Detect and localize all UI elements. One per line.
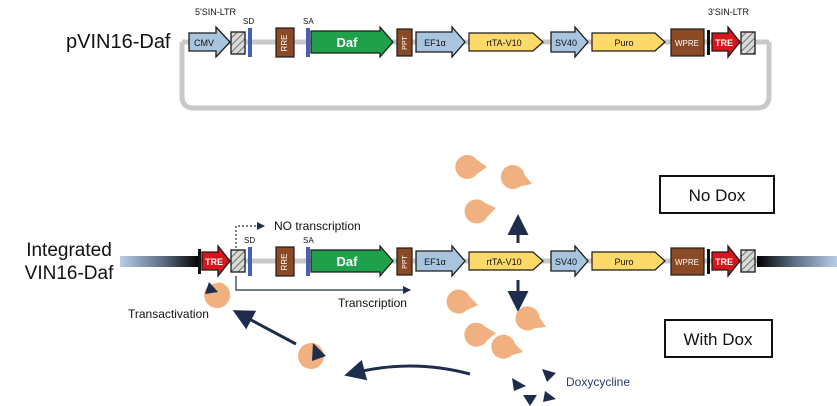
ef1a-promoter-arrow (415, 25, 466, 59)
integrated-ef1a-promoter-arrow (415, 244, 466, 278)
transcription-label: Transcription (338, 296, 407, 310)
rtta-protein-free-2 (500, 165, 532, 190)
integrated-ppt-box (396, 247, 413, 276)
rtta-protein-free-3 (464, 199, 496, 224)
transactivation-label: Transactivation (128, 307, 209, 321)
integrated-rre-box (275, 246, 295, 277)
transactivation-arrow (232, 310, 297, 346)
integrated-puro-gene-arrow (591, 251, 666, 271)
no-transcription-label: NO transcription (274, 219, 361, 233)
ppt-box (396, 28, 413, 57)
integrated-construct: Integrated VIN16-Daf SD SA TRE RRE Daf P… (25, 219, 837, 321)
ltr-hatch-box-right (740, 31, 756, 55)
integrated-title-line1: Integrated (26, 240, 112, 261)
tre-label: TRE (715, 38, 733, 48)
ef1a-label: EF1α (424, 38, 446, 48)
with-dox-box (664, 319, 773, 358)
integrated-rtta-label: rtTA-V10 (486, 257, 521, 267)
no-transcription-arrow (235, 222, 265, 248)
integrated-ppt-label: PPT (402, 254, 409, 268)
genomic-flank-right (757, 256, 837, 267)
wpre-box (670, 28, 705, 57)
integrated-title-line2: VIN16-Daf (25, 263, 114, 284)
integrated-ef1a-label: EF1α (424, 257, 446, 267)
integrated-daf-gene-arrow (310, 244, 394, 278)
sv40-label: SV40 (555, 38, 577, 48)
cmv-promoter-arrow (188, 25, 231, 59)
integrated-tre-arrow-right (711, 244, 741, 278)
puro-gene-arrow (591, 32, 666, 52)
rtta-dox-complex (298, 343, 326, 369)
dox-return-arrow (344, 359, 471, 381)
doxycycline-molecules (512, 369, 556, 406)
genomic-flank-left (120, 256, 200, 267)
no-dox-box (659, 175, 775, 214)
transcription-arrow (235, 276, 411, 294)
rtta-protein-dox-4 (491, 334, 523, 359)
tre-promoter-arrow (711, 25, 741, 59)
integrated-hatch-box-left (230, 249, 246, 273)
integrated-hatch-box-right (740, 249, 756, 273)
rre-box (275, 27, 295, 58)
integrated-daf-label: Daf (337, 254, 359, 269)
integrated-wpre-label: WPRE (675, 258, 699, 267)
doxycycline-label: Doxycycline (566, 375, 630, 389)
no-dox-label: No Dox (689, 186, 746, 205)
plasmid-backbone-loop (179, 42, 772, 111)
wpre-label: WPRE (675, 39, 699, 48)
integrated-sa-label: SA (303, 236, 314, 245)
integrated-wpre-box (670, 247, 705, 276)
sa-site-bar (306, 28, 310, 57)
sv40-promoter-arrow (550, 25, 589, 59)
integrated-sa-site-bar (306, 247, 310, 276)
integrated-sv40-promoter-arrow (550, 244, 589, 278)
rtta-protein-dox-1 (446, 289, 478, 314)
integrated-puro-label: Puro (614, 257, 633, 267)
tre-flank-bar (707, 30, 710, 55)
daf-gene-arrow (310, 25, 394, 59)
daf-label: Daf (337, 35, 359, 50)
rtta-protein-bound (204, 282, 231, 309)
puro-label: Puro (614, 38, 633, 48)
rre-label: RRE (280, 35, 289, 52)
sd-label: SD (243, 17, 254, 26)
mechanism: No Dox With Dox Doxycycline (232, 154, 775, 406)
sa-label: SA (303, 17, 314, 26)
integrated-tre-flank-bar-right (707, 249, 710, 274)
integrated-tre-arrow-left (201, 244, 231, 278)
rtta-protein-dox-3 (464, 322, 496, 347)
top-construct: pVIN16-Daf 5'SIN-LTR 3'SIN-LTR SD SA CMV… (66, 7, 772, 111)
rtta-label: rtTA-V10 (486, 38, 521, 48)
cmv-label: CMV (194, 38, 214, 48)
integrated-tre-label-right: TRE (715, 257, 733, 267)
sd-site-bar (248, 28, 252, 57)
rtta-protein-dox-2 (515, 306, 546, 331)
ltr-left-label: 5'SIN-LTR (195, 7, 237, 17)
ltr-hatch-box-left (230, 31, 246, 55)
integrated-sd-label: SD (244, 236, 255, 245)
integrated-rtta-gene-arrow (468, 251, 544, 271)
integrated-rre-label: RRE (280, 254, 289, 271)
integrated-sd-site-bar (248, 247, 252, 276)
with-dox-label: With Dox (684, 330, 753, 349)
rtta-protein-free-1 (455, 154, 487, 179)
integrated-tre-label-left: TRE (205, 257, 223, 267)
integrated-sv40-label: SV40 (555, 257, 577, 267)
ltr-right-label: 3'SIN-LTR (708, 7, 750, 17)
construct-title: pVIN16-Daf (66, 31, 171, 53)
integrated-tre-flank-bar-left (198, 249, 201, 274)
rtta-gene-arrow (468, 32, 544, 52)
ppt-label: PPT (402, 35, 409, 49)
